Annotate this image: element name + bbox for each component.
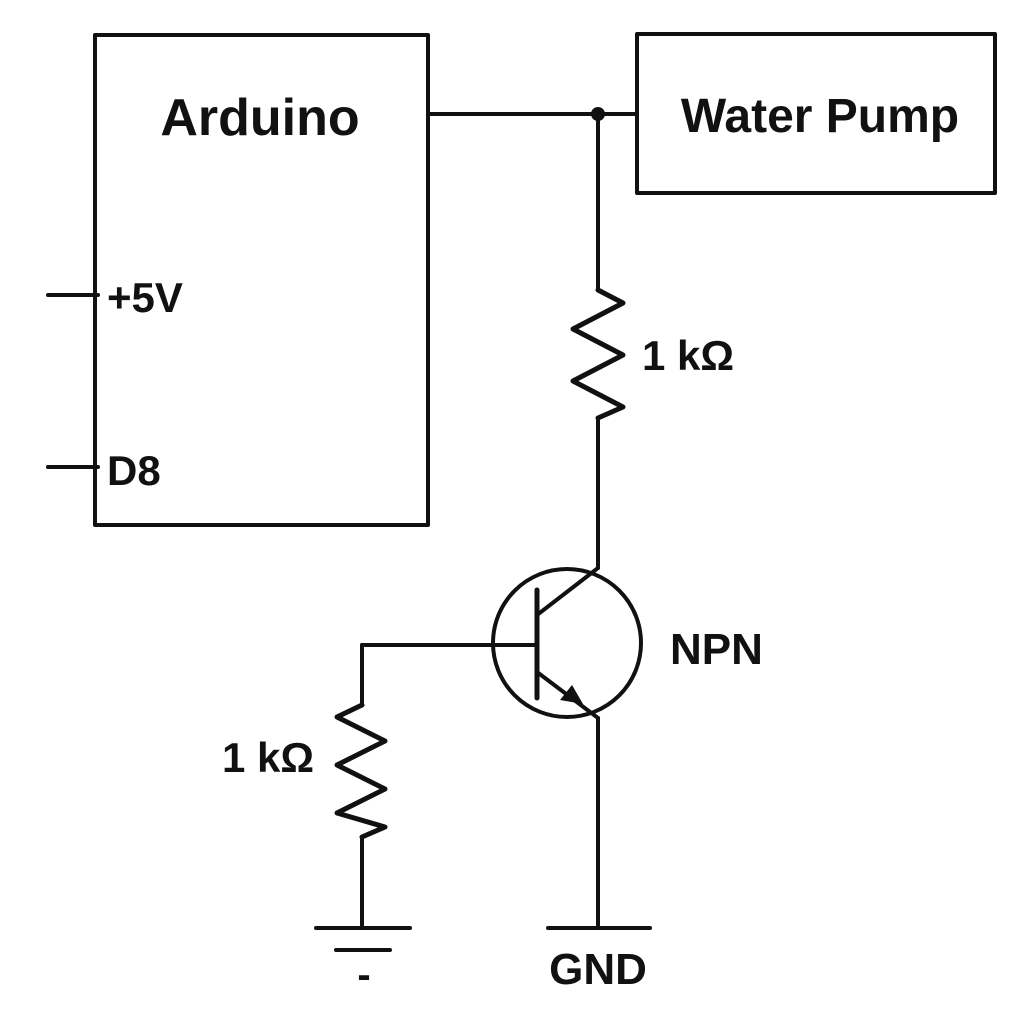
- ground-symbol-mark: -: [357, 953, 370, 997]
- collector-resistor-label: 1 kΩ: [642, 332, 734, 379]
- emitter-arrow-icon: [560, 685, 583, 704]
- collector-resistor: [570, 287, 626, 421]
- base-resistor-label: 1 kΩ: [222, 734, 314, 781]
- transistor-label: NPN: [670, 625, 763, 674]
- base-resistor: [334, 702, 388, 840]
- arduino-label: Arduino: [160, 89, 359, 147]
- gnd-label: GND: [549, 945, 647, 994]
- transistor-collector-leg: [535, 566, 600, 617]
- arduino-block: [93, 33, 430, 527]
- pin-d8-label: D8: [107, 447, 161, 494]
- water-pump-label: Water Pump: [681, 90, 959, 143]
- pin-5v-label: +5V: [107, 274, 183, 321]
